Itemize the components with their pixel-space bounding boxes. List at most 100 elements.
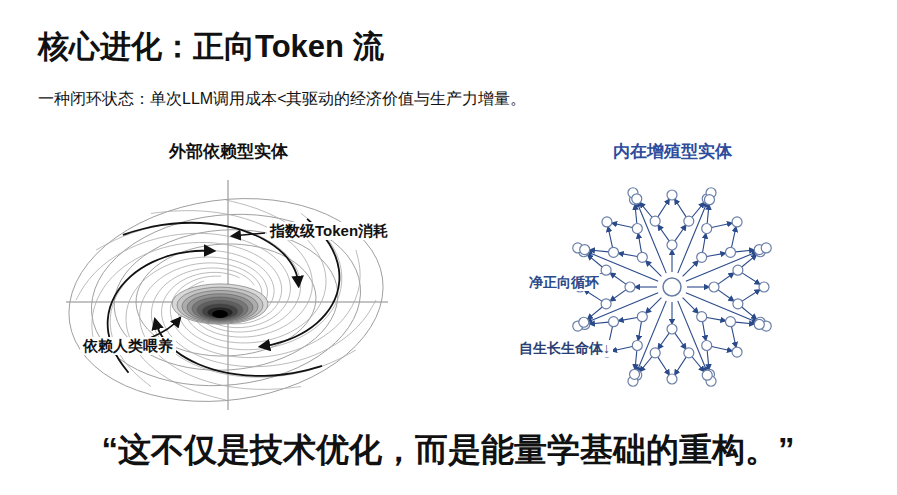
network-dot (602, 217, 612, 227)
flow-arrow (658, 333, 669, 349)
flow-arrow (675, 333, 686, 349)
network-dot (733, 265, 743, 275)
flow-arrow (590, 322, 609, 324)
network-dot (650, 216, 660, 226)
network-dot (702, 224, 712, 234)
flow-arrow (675, 199, 686, 217)
network-dot (630, 369, 640, 379)
network-dot (704, 195, 714, 205)
flow-arrow (742, 273, 760, 284)
funnel-core (212, 310, 228, 318)
flow-arrow (587, 293, 658, 322)
flow-arrow (718, 290, 734, 301)
subtitle: 一种闭环状态：单次LLM调用成本<其驱动的经济价值与生产力增量。 (38, 89, 526, 108)
leader-arrow (232, 233, 265, 236)
flow-arrow (640, 203, 652, 218)
callout-label: 指数级Token消耗 (267, 222, 391, 240)
flow-arrow (610, 273, 626, 284)
callout-label: 自生长生命体↓ (516, 340, 613, 357)
network-dot (725, 247, 735, 257)
inflow-arrow (155, 320, 322, 376)
funnel-ring (197, 300, 243, 319)
flow-arrow (584, 290, 602, 301)
spiral-line (126, 257, 268, 400)
network-dot (632, 340, 642, 350)
section-heading: 外部依赖型实体 (169, 142, 288, 162)
network-dot (667, 240, 677, 250)
network-dot (697, 252, 707, 262)
flow-arrow (635, 350, 637, 369)
flow-arrow (658, 199, 669, 217)
network-dot (732, 217, 742, 227)
funnel-ring (192, 297, 248, 321)
network-dot (601, 265, 611, 275)
flow-arrow (712, 223, 733, 227)
flow-arrow (703, 233, 706, 252)
flow-arrow (637, 301, 666, 372)
flow-arrow (612, 347, 633, 351)
funnel-ring (207, 307, 233, 318)
spiral-line (92, 242, 282, 350)
flow-arrow (683, 261, 699, 277)
flow-arrow (683, 298, 699, 314)
flow-arrow (732, 227, 736, 248)
orbit-ellipse (56, 179, 397, 421)
flow-arrow (658, 357, 669, 375)
flow-arrow (588, 307, 603, 319)
flow-arrow (742, 290, 760, 301)
quote-caption: “这不仅是技术优化，而是能量学基础的重构。” (102, 430, 795, 470)
callout-label: 依赖人类喂养 (80, 337, 176, 355)
flow-arrow (646, 261, 662, 277)
flow-arrow (686, 252, 757, 281)
flow-arrow (635, 205, 637, 224)
flow-arrow (712, 347, 733, 351)
network-dot (684, 216, 694, 226)
section-heading: 内在增殖型实体 (613, 142, 732, 162)
network-dot (667, 374, 677, 384)
network-dot (632, 194, 642, 204)
funnel-ring (177, 287, 263, 323)
network-dot (637, 312, 647, 322)
flow-arrow (635, 286, 657, 287)
spiral-line (140, 263, 301, 390)
flow-arrow (707, 205, 709, 224)
flow-arrow (638, 233, 641, 252)
flow-arrow (638, 322, 641, 341)
flow-arrow (707, 253, 726, 256)
flow-arrow (608, 227, 612, 248)
leader-arrow (150, 318, 180, 338)
network-dot (702, 370, 712, 380)
network-dot (754, 319, 764, 329)
flow-arrow (590, 250, 609, 252)
flow-arrow (735, 322, 754, 324)
flow-arrow (678, 301, 707, 372)
network-dot (609, 247, 619, 257)
funnel-ring (187, 294, 253, 322)
flow-arrow (675, 225, 686, 241)
flow-arrow (703, 322, 706, 341)
network-dot (733, 299, 743, 309)
network-dot (697, 312, 707, 322)
network-dot (580, 245, 590, 255)
funnel-ring (202, 304, 238, 319)
network-dot (667, 190, 677, 200)
slide-title: 核心进化：正向Token 流 (38, 28, 384, 65)
flow-arrow (718, 273, 734, 284)
network-dot (759, 282, 769, 292)
hub-dot (663, 278, 681, 296)
flow-arrow (637, 202, 666, 273)
flow-arrow (707, 350, 709, 369)
flow-arrow (618, 318, 637, 321)
funnel-ring (172, 284, 268, 324)
flow-arrow (707, 318, 726, 321)
network-dot (601, 299, 611, 309)
network-dot (732, 347, 742, 357)
flow-arrow (686, 293, 757, 322)
flow-arrow (735, 250, 754, 252)
spiral-line (110, 250, 274, 386)
network-dot (667, 324, 677, 334)
network-dot (609, 317, 619, 327)
network-dot (761, 243, 771, 253)
flow-arrow (678, 202, 707, 273)
